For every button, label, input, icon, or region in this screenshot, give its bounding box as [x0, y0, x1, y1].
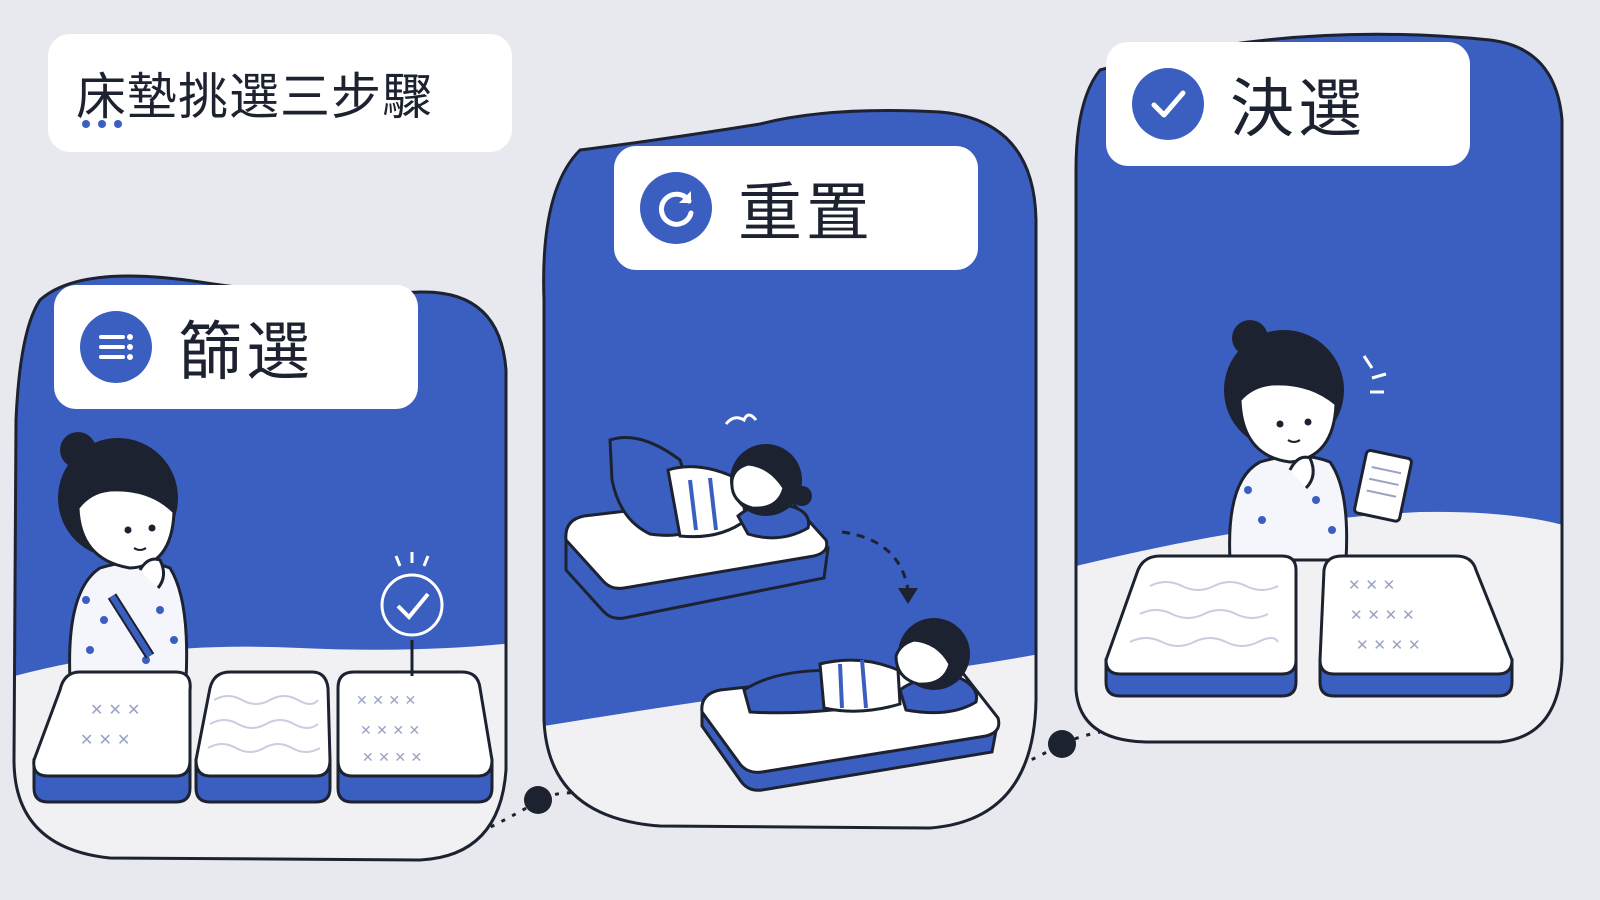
- step-card-decide: 決選: [1106, 42, 1470, 166]
- mattress-left: [1104, 554, 1298, 698]
- page-title: 床墊挑選三步驟: [76, 68, 433, 126]
- mattress-b: [194, 670, 332, 804]
- title-card: 床墊挑選三步驟: [48, 34, 512, 152]
- mattress-right: ✕ ✕ ✕ ✕ ✕ ✕ ✕ ✕ ✕ ✕ ✕: [1318, 554, 1514, 698]
- svg-text:✕ ✕ ✕: ✕ ✕ ✕: [80, 730, 130, 749]
- svg-text:✕ ✕ ✕ ✕: ✕ ✕ ✕ ✕: [360, 723, 420, 739]
- title-dots: [82, 120, 122, 128]
- filter-list-icon: [80, 311, 152, 383]
- person-thinking: [58, 432, 189, 682]
- step-card-reset: 重置: [614, 146, 978, 270]
- progress-connector: [479, 730, 1101, 834]
- svg-text:✕ ✕ ✕ ✕: ✕ ✕ ✕ ✕: [1356, 636, 1421, 654]
- check-circle-icon: [1132, 68, 1204, 140]
- mattress-lower: [700, 618, 1001, 792]
- step-label-decide: 決選: [1230, 73, 1366, 147]
- svg-text:✕ ✕ ✕ ✕: ✕ ✕ ✕ ✕: [362, 750, 422, 766]
- step-label-filter: 篩選: [178, 316, 314, 390]
- step-card-filter: 篩選: [54, 285, 418, 409]
- svg-text:✕ ✕ ✕ ✕: ✕ ✕ ✕ ✕: [356, 693, 416, 709]
- svg-text:✕ ✕ ✕ ✕: ✕ ✕ ✕ ✕: [1350, 606, 1415, 624]
- svg-text:✕ ✕ ✕: ✕ ✕ ✕: [1348, 576, 1395, 594]
- refresh-icon: [640, 172, 712, 244]
- mattress-c-selected: ✕ ✕ ✕ ✕ ✕ ✕ ✕ ✕ ✕ ✕ ✕ ✕: [336, 552, 494, 804]
- svg-text:✕ ✕ ✕: ✕ ✕ ✕: [90, 700, 140, 719]
- person-deciding: [1224, 320, 1413, 562]
- step-label-reset: 重置: [738, 177, 874, 251]
- mattress-a: ✕ ✕ ✕ ✕ ✕ ✕: [32, 670, 192, 804]
- mattress-upper: [564, 413, 830, 620]
